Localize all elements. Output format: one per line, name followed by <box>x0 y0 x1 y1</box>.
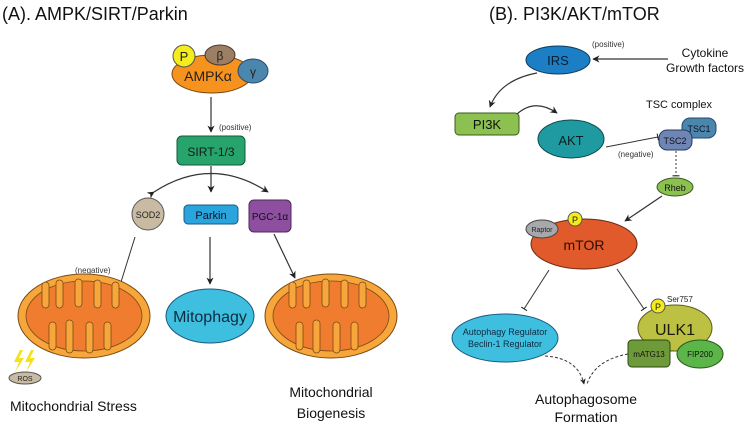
akt-inhibit-tsc-line <box>605 133 660 148</box>
sod2-node <box>131 197 165 231</box>
mitochondrion-stress <box>17 273 151 359</box>
fip200-label: FIP200 <box>687 350 713 359</box>
pgc-to-mito-arrow <box>273 233 296 279</box>
pi3k-label: PI3K <box>473 117 502 132</box>
mitophagy-label: Mitophagy <box>173 309 247 326</box>
beclin-regulator-label: Beclin-1 Regulator <box>468 339 542 349</box>
tsc2-label: TSC2 <box>663 136 686 146</box>
autophagy-regulator-node <box>451 313 559 363</box>
mtor-label: mTOR <box>564 237 605 253</box>
ulk1-label: ULK1 <box>655 322 695 339</box>
panel-b-title: (B). PI3K/AKT/mTOR <box>489 4 660 24</box>
phospho-label: P <box>180 49 189 64</box>
biogenesis-label-line2: Biogenesis <box>297 405 366 421</box>
negative-label-a: (negative) <box>75 266 111 275</box>
sirt-label: SIRT-1/3 <box>187 145 234 159</box>
akt-node <box>537 119 605 159</box>
rheb-label: Rheb <box>664 183 686 193</box>
ulk1-phospho-icon <box>650 298 666 314</box>
sirt-node <box>176 135 246 166</box>
biogenesis-label-line1: Mitochondrial <box>289 384 372 400</box>
pi3k-node <box>454 112 520 136</box>
sod2-label: SOD2 <box>136 210 161 220</box>
autophagosome-label-line2: Formation <box>554 409 617 425</box>
ros-node <box>8 371 42 385</box>
pgc-label: PGC-1α <box>252 212 289 223</box>
phospho-icon <box>172 44 196 68</box>
parkin-node <box>183 204 239 225</box>
mitochondrial-stress-label: Mitochondrial Stress <box>10 398 137 414</box>
raptor-label: Raptor <box>531 227 553 234</box>
akt-label: AKT <box>558 133 583 148</box>
beta-label: β <box>217 49 224 63</box>
tsc-complex-label: TSC complex <box>646 99 713 111</box>
pgc-node <box>248 199 292 233</box>
mtor-phospho-icon <box>567 211 583 227</box>
panel-a-title: (A). AMPK/SIRT/Parkin <box>2 4 188 24</box>
lightning-icon <box>14 350 35 372</box>
mtor-inhibit-ulk1-line <box>616 268 648 312</box>
gamma-label: γ <box>250 65 256 79</box>
positive-label-b: (positive) <box>592 40 625 49</box>
ampk-gamma-node <box>237 58 269 84</box>
irs-to-pi3k-arrow <box>488 72 538 108</box>
ampk-complex: P β γ AMPKα <box>171 44 269 94</box>
mtor-inhibit-autophagy-line <box>520 269 550 312</box>
ampk-alpha-label: AMPKα <box>184 68 232 84</box>
fip200-node <box>676 339 724 369</box>
mitophagy-node <box>165 288 255 344</box>
ros-label: ROS <box>17 376 33 383</box>
ulk1-to-autophagosome-dashed <box>586 353 629 385</box>
mitochondrion-biogenesis <box>264 273 398 359</box>
positive-label-a: (positive) <box>219 123 252 132</box>
tsc1-label: TSC1 <box>687 124 710 134</box>
pi3k-to-akt-arrow <box>516 105 558 115</box>
raptor-node <box>525 219 559 239</box>
beclin-to-autophagosome-dashed <box>544 355 586 385</box>
mtor-phospho-label: P <box>572 215 578 225</box>
growth-factors-label: Growth factors <box>666 61 744 75</box>
irs-node <box>525 45 591 75</box>
sod2-inhibit-line <box>117 236 136 284</box>
rheb-to-mtor-arrow <box>624 195 663 222</box>
cytokine-label: Cytokine <box>682 46 729 60</box>
ampk-beta-node <box>204 44 236 66</box>
ulk1-phospho-label: P <box>655 302 661 312</box>
rheb-node <box>656 177 694 197</box>
tsc2-node <box>658 129 693 151</box>
autophagosome-label-line1: Autophagosome <box>535 391 637 407</box>
irs-label: IRS <box>547 53 569 68</box>
matg13-node <box>627 339 671 368</box>
matg13-label: mATG13 <box>633 350 665 359</box>
autophagy-regulator-label: Autophagy Regulator <box>463 327 548 337</box>
parkin-label: Parkin <box>195 210 226 222</box>
ser757-label: Ser757 <box>667 295 693 304</box>
negative-label-b: (negative) <box>618 150 654 159</box>
